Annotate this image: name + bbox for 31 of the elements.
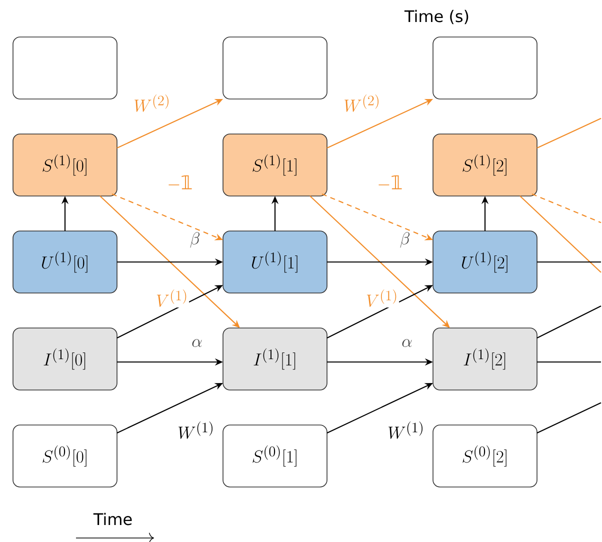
- edge-label: $V^{(1)}$: [364, 288, 400, 308]
- edge-label: $W^{(1)}$: [386, 420, 426, 440]
- axis-label: Time: [93, 512, 132, 526]
- state-box: $I^{(1)}[0]$: [12, 328, 118, 390]
- state-box: $I^{(1)}[2]$: [432, 328, 538, 390]
- state-box: $I^{(1)}[1]$: [222, 328, 328, 390]
- state-box: $S^{(1)}[1]$: [222, 134, 328, 196]
- edge-label: $W^{(1)}$: [176, 420, 216, 440]
- axis-label: Time (s): [404, 10, 468, 24]
- edge-label: $W^{(2)}$: [342, 93, 382, 113]
- arrow: [100, 196, 240, 328]
- empty-box: [432, 36, 538, 100]
- edge-label: $-\text{𝟙}$: [376, 174, 404, 192]
- empty-box: [222, 36, 328, 100]
- edge-label: $\alpha$: [400, 338, 414, 348]
- state-box: $S^{(0)}[2]$: [432, 424, 538, 488]
- edge-label: $W^{(2)}$: [132, 93, 172, 113]
- state-box: $S^{(1)}[0]$: [12, 134, 118, 196]
- edge-label: $-\text{𝟙}$: [166, 174, 194, 192]
- edge-label: $\alpha$: [190, 338, 204, 348]
- state-box: $U^{(1)}[0]$: [12, 230, 118, 294]
- edge-label: $V^{(1)}$: [154, 288, 190, 308]
- state-box: $S^{(0)}[1]$: [222, 424, 328, 488]
- edge-label: $\beta$: [188, 231, 202, 249]
- arrow: [310, 196, 450, 328]
- empty-box: [12, 36, 118, 100]
- state-box: $U^{(1)}[1]$: [222, 230, 328, 294]
- edge-label: $\beta$: [398, 231, 412, 249]
- state-box: $U^{(1)}[2]$: [432, 230, 538, 294]
- state-box: $S^{(1)}[2]$: [432, 134, 538, 196]
- state-box: $S^{(0)}[0]$: [12, 424, 118, 488]
